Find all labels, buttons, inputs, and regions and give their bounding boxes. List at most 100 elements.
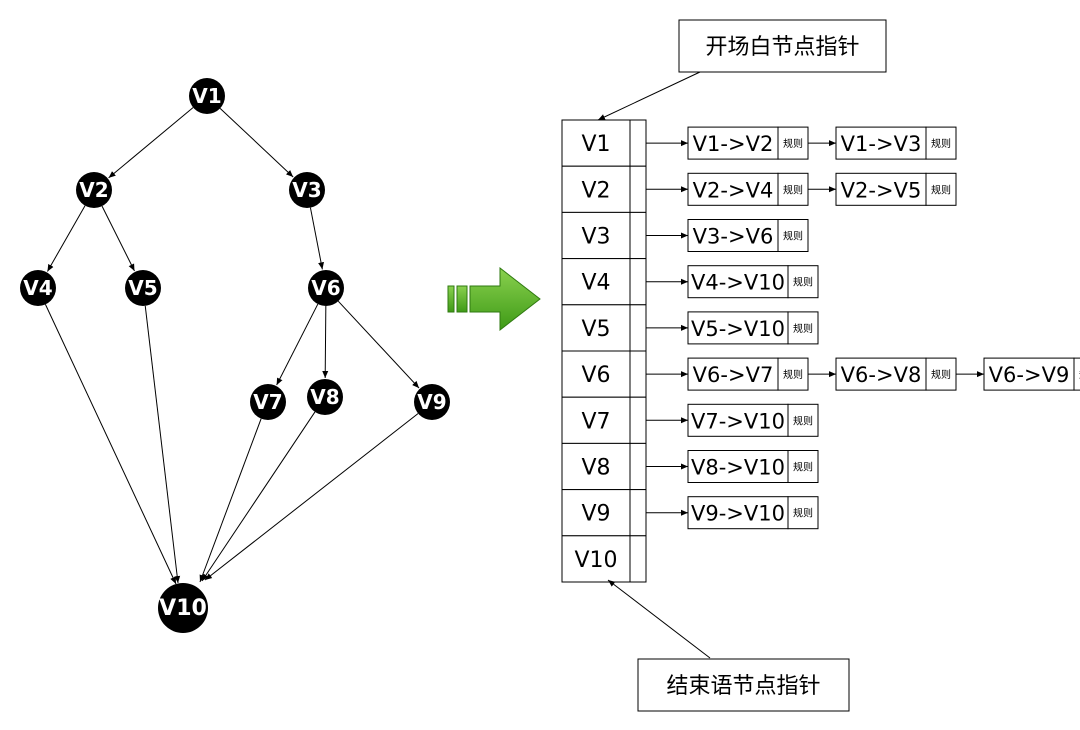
edge-rule-cell: [787, 496, 819, 530]
vertex-cell: [561, 258, 631, 306]
vertex-pointer-cell: [629, 304, 647, 352]
graph-node-circle: [76, 172, 112, 208]
start-pointer: 开场白节点指针: [597, 19, 887, 121]
end-pointer: 结束语节点指针: [607, 579, 850, 712]
vertex-label: V7: [581, 409, 610, 434]
graph-edge: [337, 300, 420, 389]
edge-rule-label: 规则: [793, 461, 813, 474]
graph-node-circle: [250, 384, 286, 420]
edge-label: V1->V3: [841, 132, 922, 156]
edge-name-cell: [687, 450, 789, 483]
edge-label: V6->V8: [841, 363, 922, 387]
vertex-pointer-cell: [629, 442, 647, 491]
graph-node: V8: [307, 379, 343, 415]
vertex-pointer-cell: [629, 165, 647, 213]
edge-name-cell: [835, 172, 927, 206]
end-pointer-arrow: [607, 579, 711, 659]
edge-label: V6->V7: [693, 363, 774, 387]
vertex-pointer-cell: [629, 258, 647, 306]
edge-rule-label: 规则: [783, 368, 803, 381]
edge-label: V3->V6: [693, 225, 774, 249]
edge-rule-cell: [787, 265, 819, 299]
vertex-cell: [561, 535, 631, 583]
edge-node: V1->V2 规则: [687, 126, 809, 160]
graph-node-label: V3: [292, 178, 321, 202]
graph-edge: [46, 205, 86, 272]
vertex-label: V6: [581, 363, 610, 388]
graph-node: V7: [250, 384, 286, 420]
graph-node: V3: [289, 172, 325, 208]
edge-label: V9->V10: [691, 502, 785, 526]
edge-name-cell: [835, 126, 927, 160]
transform-arrow: [447, 266, 541, 332]
edge-label: V2->V4: [693, 178, 774, 202]
graph-node-circle: [20, 270, 56, 306]
vertex-label: V9: [581, 502, 610, 527]
start-pointer-label: 开场白节点指针: [705, 35, 859, 60]
vertex-pointer-cell: [629, 396, 647, 444]
graph-edge: [201, 411, 316, 582]
edge-node: V6->V9规则: [983, 357, 1080, 391]
edge-name-cell: [687, 126, 779, 160]
graph-node-label: V5: [128, 276, 157, 300]
graph-edge: [204, 413, 419, 581]
graph-node-circle: [289, 172, 325, 208]
graph-node: V2: [76, 172, 112, 208]
graph-edge: [101, 205, 135, 272]
edge-rule-label: 规则: [783, 137, 803, 150]
edge-name-cell: [687, 496, 789, 530]
edge-rule-cell: [787, 450, 819, 483]
edge-name-cell: [687, 265, 789, 299]
graph-node-label: V4: [23, 276, 52, 300]
edge-label: V6->V9: [989, 363, 1070, 387]
edge-label: V5->V10: [691, 317, 785, 341]
graph-node-circle: [189, 78, 225, 114]
graph-node-label: V10: [159, 596, 207, 621]
graph-edge: [322, 305, 329, 379]
edge-rule-cell: [777, 172, 809, 206]
graph-edge: [276, 303, 319, 386]
vertex-label: V2: [581, 178, 610, 203]
graph-node-circle: [308, 270, 344, 306]
vertex-label: V5: [581, 317, 610, 342]
graph-node: V1: [189, 78, 225, 114]
graph-node-label: V1: [192, 84, 221, 108]
edge-node: V6->V7 规则: [687, 357, 809, 391]
graph-edge: [199, 418, 262, 583]
vertex-cell: [561, 119, 631, 167]
start-pointer-arrow: [597, 71, 701, 121]
edge-name-cell: [687, 403, 789, 437]
vertex-pointer-cell: [629, 350, 647, 398]
end-pointer-label: 结束语节点指针: [666, 674, 820, 699]
graph-node-circle: [158, 583, 208, 633]
vertex-row: V6 V6->V7 规则 V6->V8 规则 V6->V9规则: [561, 350, 1080, 398]
start-pointer-box: [678, 19, 887, 73]
edge-rule-cell: [777, 357, 809, 391]
edge-name-cell: [835, 357, 927, 391]
vertex-cell: [561, 211, 631, 260]
edge-rule-label: 规则: [931, 137, 951, 150]
edge-name-cell: [687, 172, 779, 206]
edge-rule-label: 规则: [783, 230, 803, 243]
graph-node: V9: [414, 384, 450, 420]
vertex-cell: [561, 396, 631, 444]
edge-node: V3->V6 规则: [687, 219, 809, 252]
edge-rule-cell: [787, 403, 819, 437]
vertex-label: V8: [581, 456, 610, 481]
edge-name-cell: [983, 357, 1075, 391]
edge-name-cell: [687, 311, 789, 345]
graph-node-label: V7: [253, 390, 282, 414]
vertex-row: V10: [561, 535, 647, 583]
vertex-pointer-cell: [629, 211, 647, 260]
edge-rule-label: 规则: [931, 368, 951, 381]
edge-label: V1->V2: [693, 132, 774, 156]
